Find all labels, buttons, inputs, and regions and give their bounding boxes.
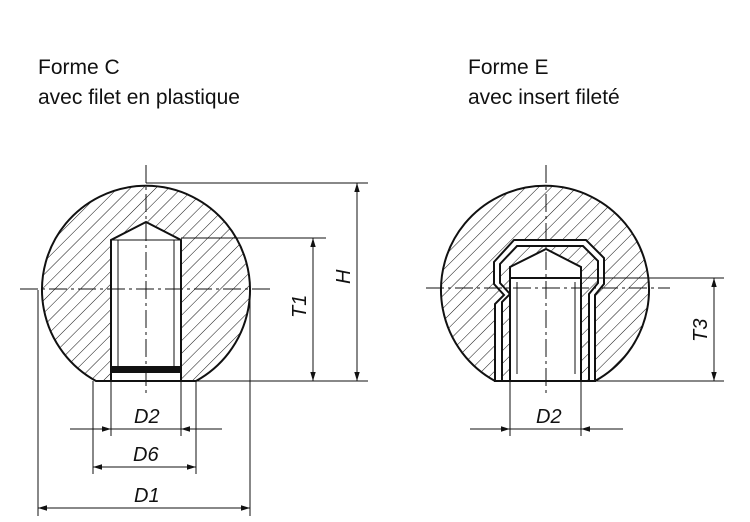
form-c-dim-t1: T1	[289, 295, 311, 318]
form-e-dim-t3: T3	[690, 319, 712, 342]
form-c-dim-d2: D2	[134, 406, 160, 428]
form-e-dim-d2: D2	[536, 406, 562, 428]
form-c-section: T1 H D2 D6 D1	[20, 165, 368, 516]
form-e-section: T3 D2	[426, 165, 724, 436]
form-c-title: Forme C	[38, 56, 120, 79]
form-e-title: Forme E	[468, 56, 549, 79]
form-c-dim-d1: D1	[134, 485, 160, 507]
form-c-dim-d6: D6	[133, 444, 159, 466]
form-e-subtitle: avec insert fileté	[468, 86, 620, 109]
form-c-subtitle: avec filet en plastique	[38, 86, 240, 109]
form-c-dim-h: H	[333, 269, 355, 284]
